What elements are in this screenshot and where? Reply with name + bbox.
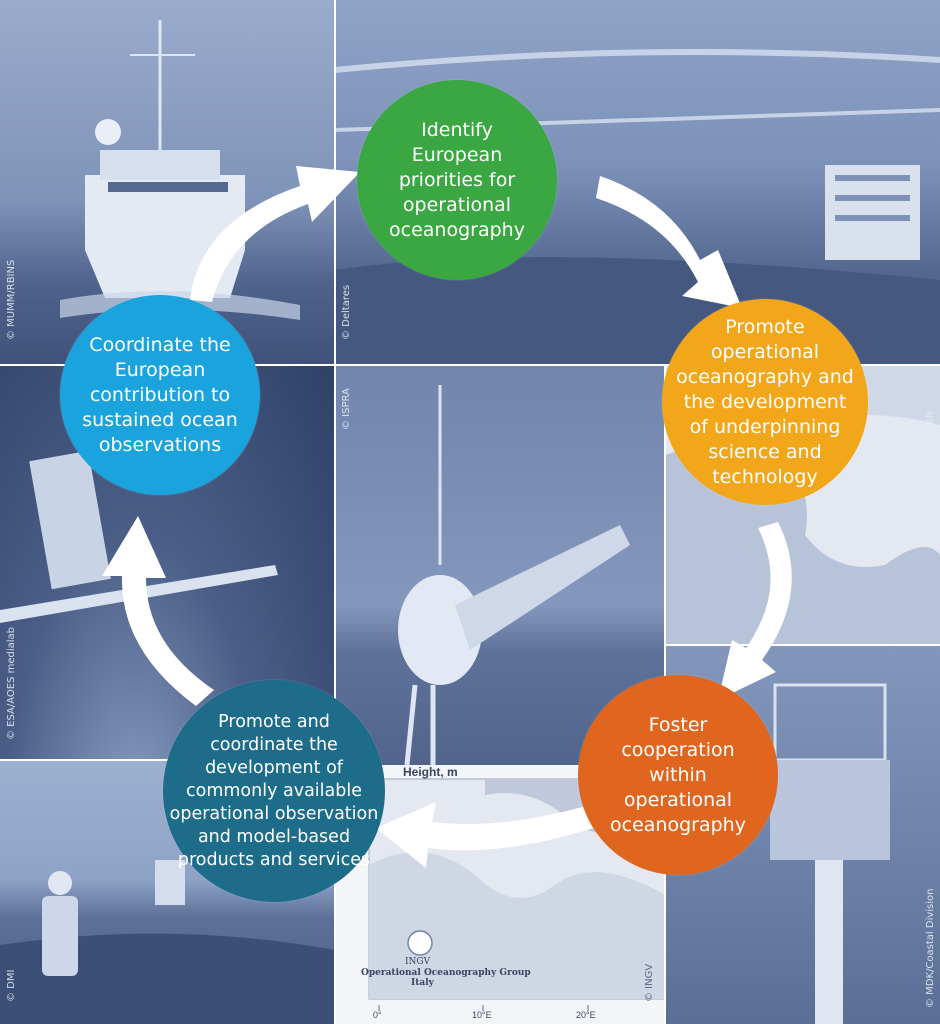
circle-coordinate-contribution-text: Coordinate the European contribution to … [82,333,238,456]
circle-foster-cooperation-text: Foster cooperation within operational oc… [610,713,746,836]
map-tick-0: 0° [373,1010,382,1020]
tower-illustration [770,683,890,1024]
map-title: Height, m [403,765,458,779]
ingv-logo-name: INGV [405,957,431,967]
credit-satellite: © ESA/AOES medialab [6,626,17,740]
circle-promote-coordinate-text: Promote and coordinate the development o… [169,711,379,870]
credit-dmi: © DMI [6,969,17,1002]
ingv-logo-caption-1: Operational Oceanography Group [361,968,531,978]
arrow-to-promote-coord [376,802,600,868]
arrow-to-promote-ops [596,176,742,308]
buoy-illustration [398,385,630,765]
circle-foster-cooperation: Foster cooperation within operational oc… [578,675,778,875]
credit-harbour: © Deltares [341,284,352,340]
credit-ingv: © INGV [644,963,655,1002]
credit-tower: © MDK/Coastal Division [925,888,936,1009]
arrow-to-identify [190,166,360,302]
credit-map-fr: © Ifremer/PREVIMER [925,410,936,515]
circle-identify-priorities: Identify European priorities for operati… [357,80,557,280]
photo-buoy [335,365,665,765]
circle-promote-operational-text: Promote operational oceanography and the… [676,315,854,488]
arrow-to-foster [718,522,792,700]
circle-identify-priorities-text: Identify European priorities for operati… [389,118,525,241]
deck-illustration [0,860,335,1024]
circle-promote-coordinate: Promote and coordinate the development o… [163,680,385,902]
credit-buoy: © ISPRA [341,388,352,430]
arrow-to-coordinate [102,516,214,706]
map-tick-10e: 10°E [472,1010,492,1020]
map-tick-20e: 20°E [576,1010,596,1020]
circle-promote-operational: Promote operational oceanography and the… [662,299,868,505]
ingv-logo-caption-2: Italy [411,978,434,988]
circle-coordinate-contribution: Coordinate the European contribution to … [60,295,260,495]
credit-ship: © MUMM/RBINS [6,259,17,340]
